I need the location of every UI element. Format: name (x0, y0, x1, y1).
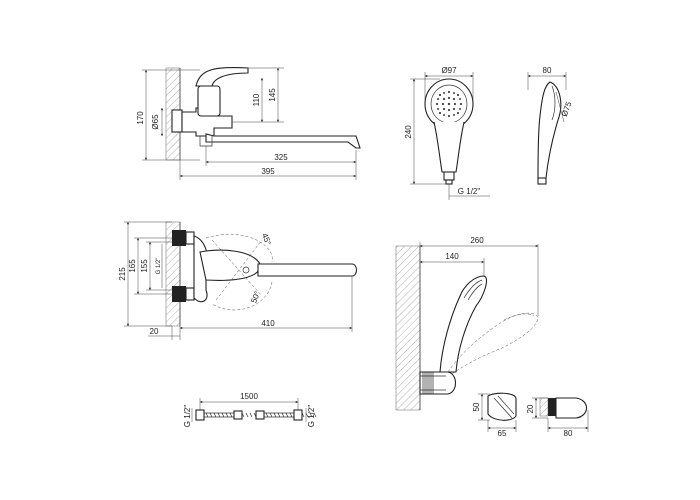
hose-right (264, 412, 294, 418)
thread-g12-top: G 1/2" (156, 258, 162, 275)
dim-165: 165 (128, 259, 137, 273)
dim-80-side: 80 (543, 66, 552, 75)
dim-155: 155 (140, 259, 149, 273)
thread-hose-left: G 1/2" (183, 405, 192, 428)
shower-wall-mount-view: 260 140 (395, 236, 539, 411)
faucet-top-view: 45° 50° 215 165 155 G 1/2" 20 410 (118, 221, 358, 340)
dim-phi75: Ø75 (560, 100, 574, 118)
wall-hatch-4 (539, 397, 549, 417)
dim-395: 395 (261, 167, 275, 176)
lever (195, 67, 249, 87)
dim-65: 65 (498, 429, 507, 438)
dim-20-holder: 20 (526, 404, 535, 413)
faucet-side-view: 170 Ø65 145 110 325 395 (136, 67, 361, 180)
spout (205, 133, 361, 149)
dim-110: 110 (252, 93, 261, 106)
holder-front-view: 50 65 (472, 392, 517, 438)
inlet-nut (171, 109, 183, 133)
eccentric-upper (172, 230, 186, 246)
dim-260: 260 (470, 236, 484, 245)
dim-410: 410 (261, 319, 275, 328)
hose-view: 1500 G 1/2" G 1/2" (183, 392, 317, 428)
dim-1500: 1500 (240, 392, 258, 401)
nozzle-grid (435, 90, 463, 118)
dim-145: 145 (268, 88, 277, 102)
thread-hose-right: G 1/2" (307, 405, 316, 428)
dim-20: 20 (150, 327, 159, 336)
dim-215: 215 (118, 267, 127, 281)
spout-top (257, 263, 358, 277)
dim-phi97: Ø97 (441, 66, 457, 75)
wall-hatch-3 (395, 245, 421, 411)
angle-50: 50° (249, 290, 262, 304)
dim-170: 170 (136, 111, 145, 125)
dim-50: 50 (472, 402, 481, 411)
dim-325: 325 (274, 153, 288, 162)
dim-240: 240 (404, 125, 413, 139)
shower-head-side-view: 80 Ø75 (527, 66, 574, 185)
dim-phi65: Ø65 (151, 114, 160, 130)
angle-45: 45° (260, 232, 273, 246)
eccentric-lower (172, 286, 186, 302)
handle (433, 121, 465, 173)
dim-80-holder: 80 (564, 429, 573, 438)
dim-140: 140 (445, 252, 459, 261)
thread-g12: G 1/2" (458, 187, 481, 196)
hose-left (204, 412, 234, 418)
holder-side-view: 20 80 (526, 397, 589, 438)
shower-head-front-view: Ø97 240 G 1/2" (404, 66, 490, 200)
